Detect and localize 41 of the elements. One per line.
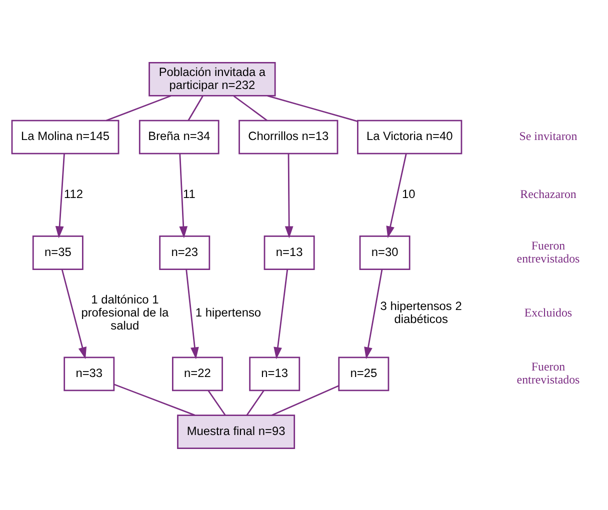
connector bbox=[114, 383, 196, 416]
node-box: n=30 bbox=[359, 235, 410, 270]
label: Fueron entrevistados bbox=[516, 238, 580, 265]
node-box: n=33 bbox=[64, 356, 115, 391]
connector bbox=[233, 94, 268, 120]
label: Rechazaron bbox=[520, 186, 576, 201]
node-box: n=22 bbox=[172, 356, 223, 391]
node-box: La Molina n=145 bbox=[11, 119, 120, 154]
edge-label: 11 bbox=[183, 186, 196, 201]
node-box: Chorrillos n=13 bbox=[238, 119, 338, 154]
arrow bbox=[386, 153, 407, 238]
edge-label: 3 hipertensos 2 diabéticos bbox=[380, 298, 462, 326]
node-box: n=13 bbox=[264, 235, 315, 270]
edge-label: 1 daltónico 1 profesional de la salud bbox=[81, 292, 169, 332]
connector bbox=[246, 390, 264, 416]
edge-label: 10 bbox=[402, 186, 416, 201]
arrow bbox=[186, 268, 199, 359]
label: Se invitaron bbox=[519, 128, 578, 143]
node-box: Breña n=34 bbox=[138, 119, 220, 154]
connector bbox=[208, 390, 226, 416]
arrow bbox=[55, 153, 65, 238]
connector bbox=[267, 94, 358, 122]
arrow bbox=[61, 268, 87, 359]
arrow bbox=[274, 268, 288, 359]
connector bbox=[188, 95, 204, 120]
edge-label: 1 hipertenso bbox=[195, 304, 262, 319]
node-box: Población invitada a participar n=232 bbox=[148, 61, 276, 96]
node-box: n=25 bbox=[338, 356, 390, 391]
arrow bbox=[284, 153, 294, 238]
connector bbox=[106, 94, 172, 121]
label: Fueron entrevistados bbox=[516, 359, 580, 386]
label: Excluidos bbox=[524, 304, 572, 319]
node-box: La Victoria n=40 bbox=[357, 119, 462, 154]
arrow bbox=[364, 268, 383, 359]
node-box: n=23 bbox=[159, 235, 210, 270]
connector bbox=[272, 384, 340, 416]
node-box: Muestra final n=93 bbox=[177, 414, 296, 449]
node-box: n=13 bbox=[249, 356, 300, 391]
node-box: n=35 bbox=[32, 235, 84, 270]
arrow bbox=[179, 153, 188, 238]
edge-label: 112 bbox=[64, 186, 84, 201]
